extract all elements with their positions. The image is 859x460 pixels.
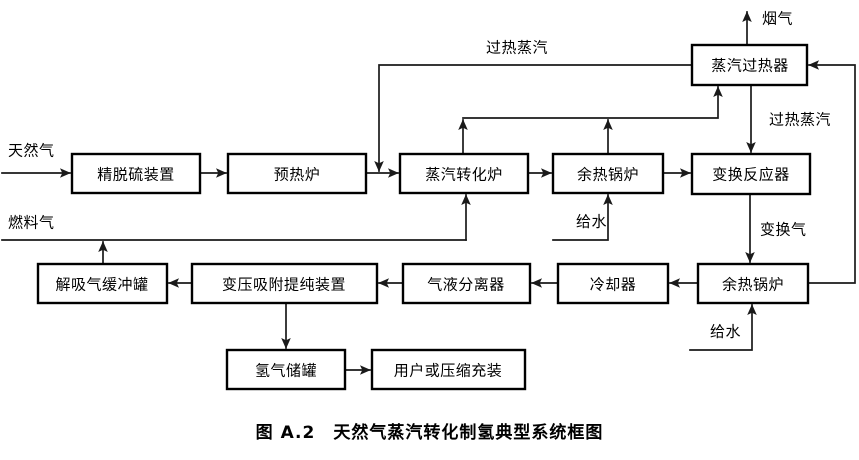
node-preheat-furnace-label: 预热炉: [274, 166, 321, 184]
line-steam-collection-header-to-superheater: [462, 86, 723, 119]
node-steam-superheater-rect[interactable]: [690, 43, 809, 87]
node-preheat-furnace-rect[interactable]: [226, 152, 368, 195]
node-desulfurizer[interactable]: 精脱硫装置: [70, 152, 202, 195]
node-shift-reactor-rect[interactable]: [690, 152, 812, 196]
node-desulfurizer-label: 精脱硫装置: [97, 166, 175, 184]
figure-caption: 图 A.2 天然气蒸汽转化制氢典型系统框图: [255, 423, 604, 443]
stream-label-flue-gas: 烟气: [762, 10, 793, 28]
stream-label-superheated-steam-right: 过热蒸汽: [769, 111, 831, 129]
node-psa-purifier-label: 变压吸附提纯装置: [222, 276, 346, 294]
flow-lines: [1, 11, 856, 375]
node-shift-reactor[interactable]: 变换反应器: [690, 152, 812, 196]
line-waste-heat-boiler-bottom-to-superheater: [807, 60, 856, 284]
node-desorb-gas-buffer-tank-label: 解吸气缓冲罐: [55, 276, 148, 294]
stream-labels: 天然气 燃料气 烟气 过热蒸汽 过热蒸汽 给水 给水 变换气: [8, 10, 831, 341]
node-steam-reformer-rect[interactable]: [398, 152, 530, 195]
node-desorb-gas-buffer-tank-rect[interactable]: [36, 262, 169, 305]
node-desorb-gas-buffer-tank[interactable]: 解吸气缓冲罐: [36, 262, 169, 305]
node-steam-reformer-label: 蒸汽转化炉: [425, 166, 503, 184]
node-waste-heat-boiler-bottom-rect[interactable]: [696, 262, 810, 305]
stream-label-boiler-feed-water-top: 给水: [576, 213, 607, 231]
node-shift-reactor-label: 变换反应器: [712, 166, 790, 184]
node-boxes: 精脱硫装置 预热炉 蒸汽转化炉 余热锅炉 变换反应器 蒸汽过热器: [36, 43, 812, 391]
node-waste-heat-boiler-bottom[interactable]: 余热锅炉: [696, 262, 810, 305]
stream-label-fuel-gas: 燃料气: [8, 214, 55, 232]
node-user-or-compression-filling-label: 用户或压缩充装: [394, 362, 503, 380]
stream-label-boiler-feed-water-bottom: 给水: [710, 323, 741, 341]
node-gas-liquid-separator-rect[interactable]: [401, 262, 532, 305]
node-psa-purifier[interactable]: 变压吸附提纯装置: [190, 262, 379, 305]
node-cooler[interactable]: 冷却器: [556, 262, 670, 305]
node-waste-heat-boiler-top-rect[interactable]: [551, 152, 665, 195]
node-steam-superheater-label: 蒸汽过热器: [711, 57, 789, 75]
node-gas-liquid-separator-label: 气液分离器: [427, 276, 505, 294]
stream-label-shift-gas: 变换气: [760, 221, 807, 239]
node-waste-heat-boiler-top-label: 余热锅炉: [577, 166, 639, 184]
node-preheat-furnace[interactable]: 预热炉: [226, 152, 368, 195]
line-superheater-to-reformer-feed: [374, 64, 693, 172]
stream-label-natural-gas: 天然气: [8, 142, 55, 160]
node-steam-superheater[interactable]: 蒸汽过热器: [690, 43, 809, 87]
node-user-or-compression-filling[interactable]: 用户或压缩充装: [370, 348, 527, 391]
node-desulfurizer-rect[interactable]: [70, 152, 202, 195]
node-waste-heat-boiler-bottom-label: 余热锅炉: [722, 276, 784, 294]
node-waste-heat-boiler-top[interactable]: 余热锅炉: [551, 152, 665, 195]
node-steam-reformer[interactable]: 蒸汽转化炉: [398, 152, 530, 195]
node-hydrogen-storage-tank-rect[interactable]: [225, 348, 347, 391]
node-hydrogen-storage-tank-label: 氢气储罐: [255, 362, 317, 380]
node-cooler-rect[interactable]: [556, 262, 670, 305]
node-gas-liquid-separator[interactable]: 气液分离器: [401, 262, 532, 305]
stream-label-superheated-steam-top: 过热蒸汽: [486, 39, 548, 57]
node-hydrogen-storage-tank[interactable]: 氢气储罐: [225, 348, 347, 391]
node-user-or-compression-filling-rect[interactable]: [370, 348, 527, 391]
node-psa-purifier-rect[interactable]: [190, 262, 379, 305]
line-feed-water-to-waste-heat-boiler-top: [552, 194, 613, 241]
node-cooler-label: 冷却器: [590, 276, 637, 294]
line-feed-water-to-waste-heat-boiler-bottom: [689, 304, 757, 351]
